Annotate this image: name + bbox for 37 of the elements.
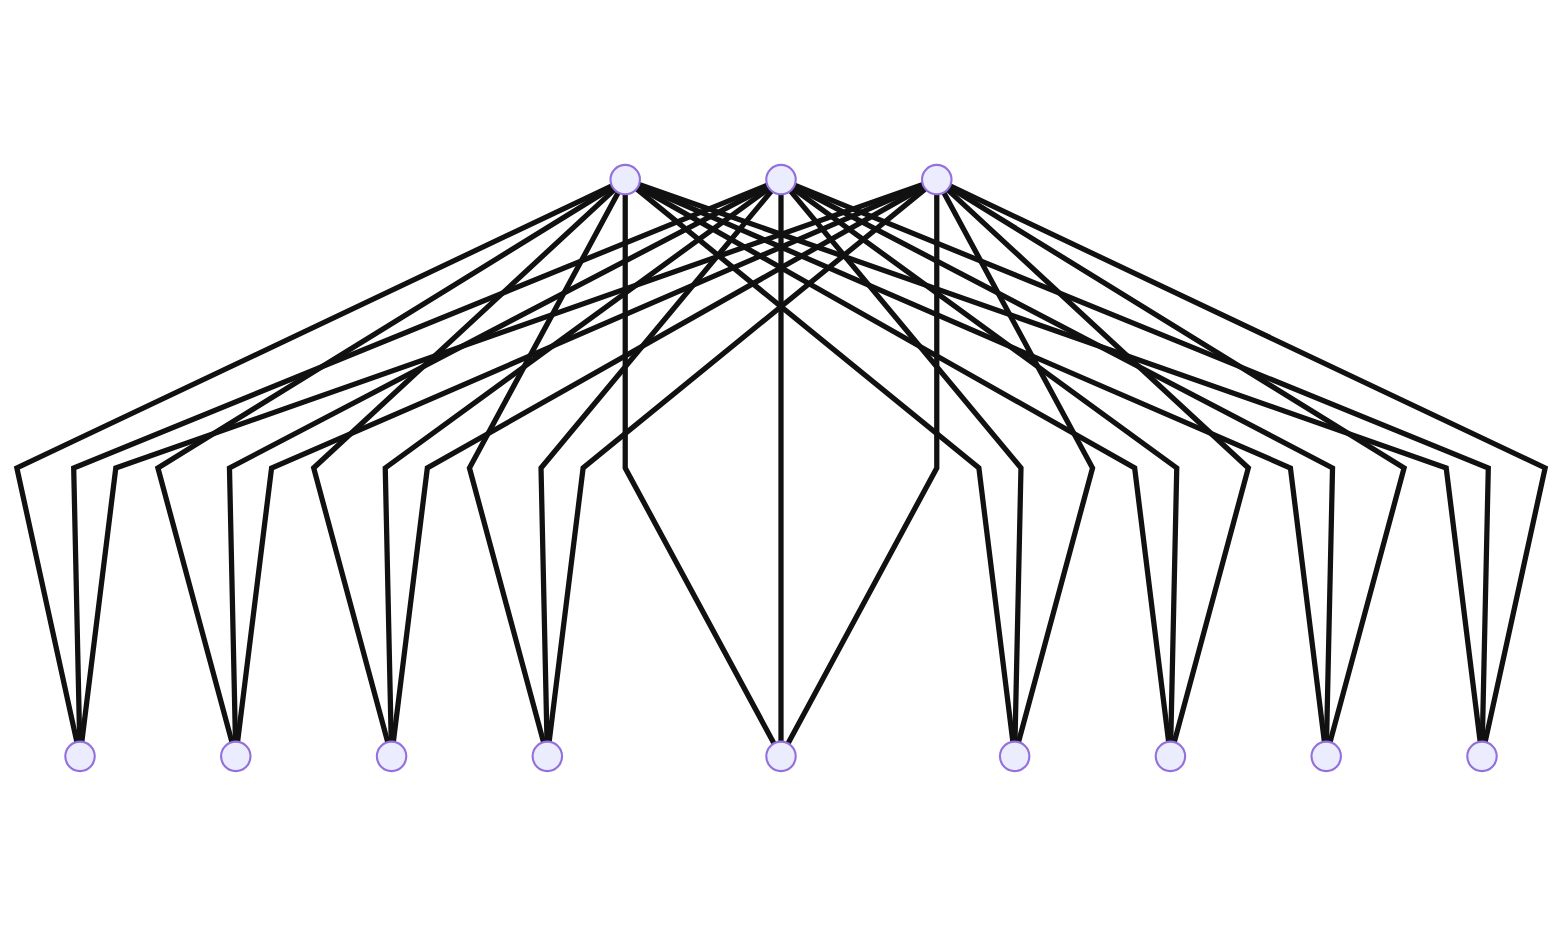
connecting-line bbox=[941, 191, 1096, 743]
connecting-line bbox=[788, 189, 1024, 742]
connecting-line bbox=[390, 184, 926, 743]
vertex-dot bbox=[1310, 740, 1342, 773]
connecting-line bbox=[947, 185, 1408, 743]
connecting-line bbox=[466, 191, 621, 743]
connecting-line bbox=[538, 189, 774, 742]
vertex-dot bbox=[1466, 740, 1498, 773]
vertex-dot bbox=[998, 740, 1031, 773]
connecting-line bbox=[622, 194, 777, 745]
connecting-line bbox=[71, 182, 769, 742]
connecting-line bbox=[154, 185, 615, 743]
connecting-line bbox=[792, 184, 1336, 742]
connecting-line bbox=[226, 184, 770, 742]
connecting-line bbox=[310, 187, 617, 743]
connecting-line bbox=[945, 187, 1252, 743]
connecting-line bbox=[382, 186, 771, 742]
connecting-line bbox=[638, 182, 1483, 743]
vertex-dot bbox=[375, 740, 408, 773]
connecting-line bbox=[785, 194, 940, 745]
connecting-line bbox=[636, 184, 1172, 743]
connecting-line bbox=[791, 186, 1180, 742]
vertex-dot bbox=[765, 163, 797, 196]
connecting-line bbox=[546, 186, 927, 743]
connecting-line bbox=[13, 183, 614, 743]
connecting-line bbox=[948, 183, 1549, 743]
vertex-dot bbox=[765, 740, 797, 773]
vertex-dot bbox=[609, 163, 641, 196]
vertex-dot bbox=[531, 740, 564, 773]
connecting-line bbox=[793, 182, 1491, 742]
connecting-line bbox=[79, 182, 924, 743]
vertex-dot bbox=[1154, 740, 1187, 773]
connecting-line bbox=[635, 186, 1016, 743]
connecting-line bbox=[778, 194, 784, 742]
vertex-dot bbox=[921, 163, 953, 196]
vertex-dot bbox=[64, 740, 96, 773]
vertex-dot bbox=[220, 740, 252, 773]
